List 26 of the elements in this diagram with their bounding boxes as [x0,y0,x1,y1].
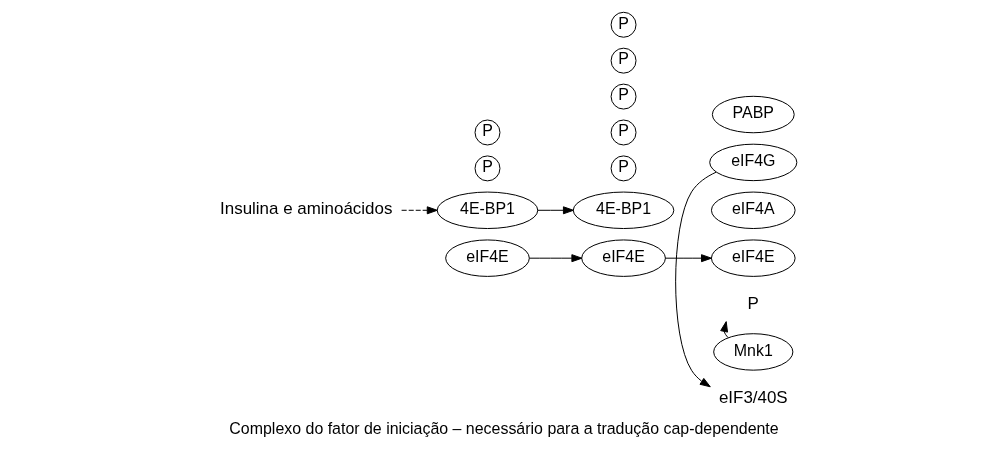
node-ellipse: eIF4E [710,239,796,277]
node-ellipse: 4E-BP1 [572,191,675,229]
node-circle: P [474,155,501,182]
node-ellipse: eIF4A [710,191,796,229]
arrow [675,171,717,388]
node-text: eIF3/40S [718,387,788,407]
arrow [664,254,712,263]
node-circle: P [610,11,637,38]
arrow [401,206,438,215]
node-circle: P [610,119,637,146]
arrow [528,254,583,263]
node-ellipse: PABP [711,95,795,134]
caption: Complexo do fator de iniciação – necessário para a tradução cap-dependente [229,419,779,437]
node-text: P [747,294,759,314]
node-circle: P [610,83,637,110]
node-ellipse: Mnk1 [713,333,794,371]
node-ellipse: 4E-BP1 [436,191,539,229]
node-circle: P [610,155,637,182]
node-circle: P [474,119,501,146]
node-ellipse: eIF4E [445,239,530,277]
node-text: Insulina e aminoácidos [220,199,393,219]
node-circle: P [610,47,637,74]
node-ellipse: eIF4G [709,143,798,182]
node-ellipse: eIF4E [581,239,666,277]
arrow [720,321,729,339]
arrow [537,206,574,215]
